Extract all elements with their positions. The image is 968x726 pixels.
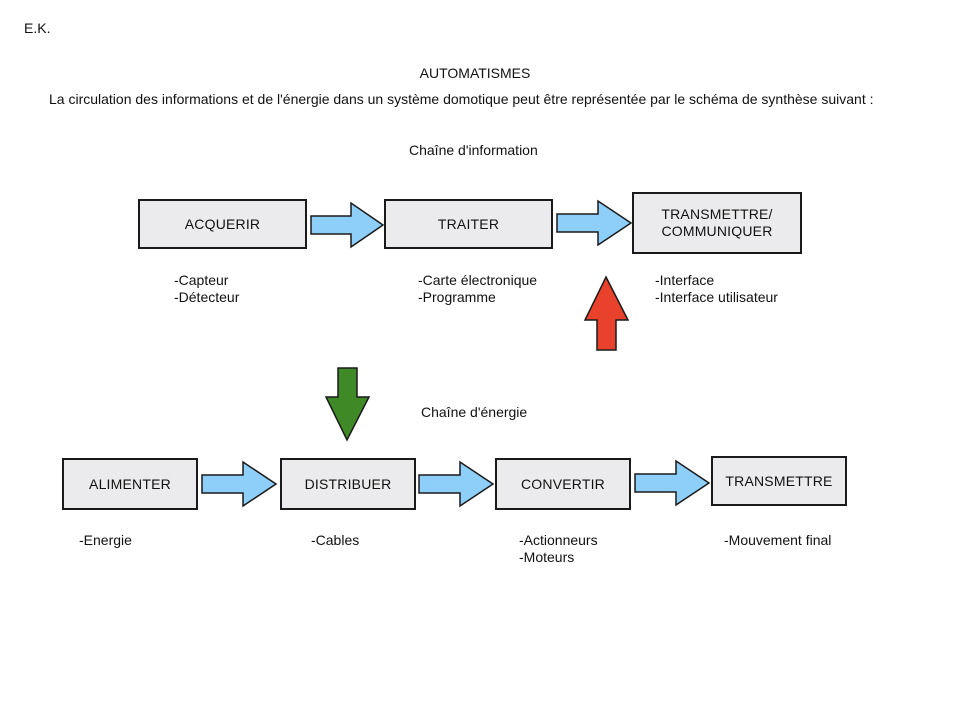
alimenter-items: -Energie bbox=[79, 532, 132, 549]
traiter-item: -Programme bbox=[418, 289, 496, 305]
energy-chain-label: Chaîne d'énergie bbox=[421, 404, 528, 420]
author-initials: E.K. bbox=[24, 20, 51, 36]
box-transmettre-communiquer-label: TRANSMETTRE/ COMMUNIQUER bbox=[661, 206, 773, 239]
distribuer-item: -Cables bbox=[311, 532, 360, 548]
flow-arrow-icon bbox=[201, 460, 278, 508]
box-distribuer: DISTRIBUER bbox=[280, 458, 416, 510]
flow-arrow-icon bbox=[634, 459, 711, 507]
transmettre-final-item: -Mouvement final bbox=[724, 532, 832, 548]
up-arrow-icon bbox=[583, 275, 630, 351]
box-distribuer-label: DISTRIBUER bbox=[304, 475, 392, 492]
box-acquerir: ACQUERIR bbox=[138, 199, 307, 249]
box-transmettre-label: TRANSMETTRE bbox=[725, 472, 833, 489]
box-convertir: CONVERTIR bbox=[495, 458, 631, 510]
convertir-items: -Actionneurs -Moteurs bbox=[519, 532, 598, 566]
box-acquerir-label: ACQUERIR bbox=[184, 215, 261, 232]
box-traiter-label: TRAITER bbox=[437, 215, 500, 232]
page-title: AUTOMATISMES bbox=[419, 65, 531, 81]
traiter-item: -Carte électronique bbox=[418, 272, 538, 288]
transmettre-items: -Interface -Interface utilisateur bbox=[655, 272, 778, 306]
box-traiter: TRAITER bbox=[384, 199, 553, 249]
transmettre-item: -Interface bbox=[655, 272, 715, 288]
box-alimenter: ALIMENTER bbox=[62, 458, 198, 510]
down-arrow-icon bbox=[324, 367, 371, 442]
alimenter-item: -Energie bbox=[79, 532, 132, 548]
box-convertir-label: CONVERTIR bbox=[521, 475, 605, 492]
flow-arrow-icon bbox=[418, 460, 495, 508]
info-chain-label: Chaîne d'information bbox=[409, 142, 538, 158]
box-alimenter-label: ALIMENTER bbox=[89, 475, 171, 492]
flow-arrow-icon bbox=[310, 201, 385, 249]
traiter-items: -Carte électronique -Programme bbox=[418, 272, 537, 306]
acquerir-item: -Capteur bbox=[174, 272, 229, 288]
distribuer-items: -Cables bbox=[311, 532, 359, 549]
transmettre-item: -Interface utilisateur bbox=[655, 289, 778, 305]
box-transmettre: TRANSMETTRE bbox=[711, 456, 847, 506]
acquerir-item: -Détecteur bbox=[174, 289, 240, 305]
transmettre-final-items: -Mouvement final bbox=[724, 532, 831, 549]
convertir-item: -Actionneurs bbox=[519, 532, 598, 548]
flow-arrow-icon bbox=[556, 199, 633, 247]
acquerir-items: -Capteur -Détecteur bbox=[174, 272, 239, 306]
box-transmettre-communiquer: TRANSMETTRE/ COMMUNIQUER bbox=[632, 192, 802, 254]
convertir-item: -Moteurs bbox=[519, 549, 575, 565]
intro-text: La circulation des informations et de l'… bbox=[49, 91, 874, 107]
